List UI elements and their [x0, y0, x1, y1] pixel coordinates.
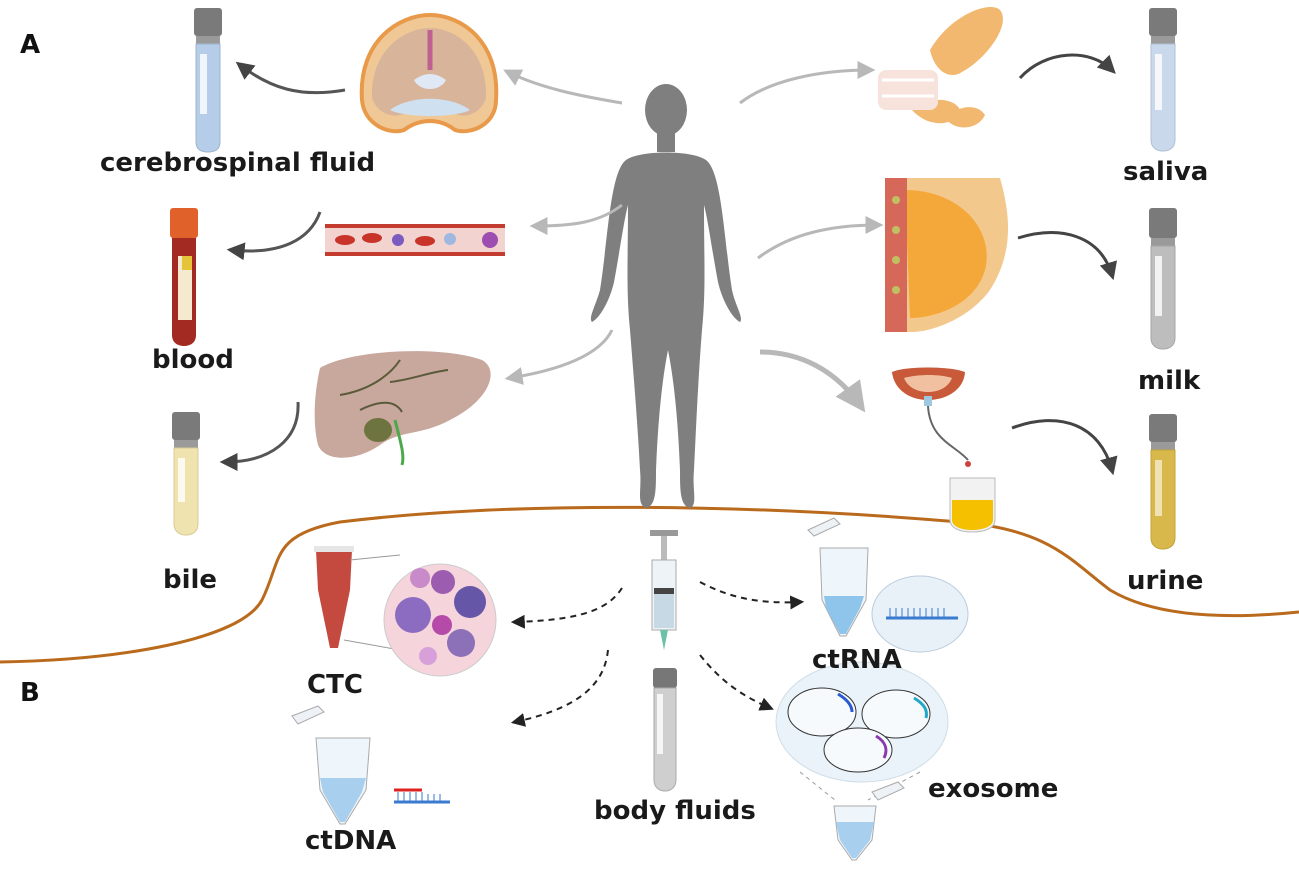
arrow-body-to-vessel — [529, 203, 623, 235]
arrow-bladder-to-urine-tube — [1011, 419, 1118, 476]
arrow-breast-to-milk-tube — [1017, 231, 1117, 281]
panel-label-b: B — [20, 678, 40, 708]
label-cerebrospinal-fluid: cerebrospinal fluid — [100, 148, 376, 178]
bladder-catheter-illustration — [892, 367, 996, 533]
ctrna-microtube-illustration — [807, 517, 869, 637]
bile-collection-tube — [172, 412, 200, 536]
body-fluid-sample-tube — [653, 668, 677, 792]
dashed-arrow-to-exosome — [699, 654, 774, 711]
syringe-illustration — [650, 530, 678, 650]
saliva-collection-tube — [1149, 8, 1177, 152]
salivary-gland-illustration — [878, 6, 1003, 128]
breast-cross-section-illustration — [885, 178, 1009, 332]
exosome-microtube-illustration — [833, 781, 905, 861]
dashed-arrow-to-ctc — [510, 587, 623, 629]
arrow-brain-to-csf-tube — [235, 61, 346, 95]
blood-collection-tube — [170, 208, 198, 346]
arrow-body-to-brain — [503, 69, 623, 105]
label-milk: milk — [1138, 366, 1201, 396]
ctc-magnified-cells — [383, 563, 497, 677]
dashed-arrow-to-ctdna — [510, 649, 609, 727]
arrow-liver-to-bile-tube — [219, 401, 300, 471]
milk-collection-tube — [1149, 208, 1177, 350]
label-bile: bile — [163, 565, 218, 595]
arrow-body-to-breast — [757, 216, 884, 260]
dashed-arrow-to-ctrna — [699, 581, 805, 610]
arrow-body-to-salivary — [739, 61, 876, 105]
brain-cross-section-illustration — [359, 12, 499, 134]
urine-collection-tube — [1149, 414, 1177, 550]
liver-illustration — [314, 351, 491, 466]
panel-divider-curve — [0, 505, 1299, 664]
ctrna-magnified — [871, 575, 969, 653]
label-urine: urine — [1127, 566, 1204, 596]
exosome-magnified-vesicles — [775, 661, 949, 801]
label-body-fluids: body fluids — [594, 796, 756, 826]
label-ctrna: ctRNA — [812, 645, 902, 675]
label-exosome: exosome — [928, 774, 1059, 804]
ctdna-microtube-illustration — [291, 705, 450, 825]
csf-collection-tube — [194, 8, 222, 153]
blood-vessel-illustration — [325, 224, 505, 256]
arrow-body-to-bladder — [759, 349, 866, 413]
panel-label-a: A — [20, 30, 41, 60]
human-body-silhouette — [590, 84, 742, 508]
arrow-vessel-to-blood-tube — [226, 211, 322, 261]
label-ctdna: ctDNA — [305, 826, 397, 856]
ctc-tube-illustration — [314, 546, 401, 651]
arrow-salivary-to-saliva-tube — [1018, 53, 1116, 79]
arrow-body-to-liver — [504, 329, 614, 385]
label-ctc: CTC — [307, 670, 363, 700]
label-saliva: saliva — [1123, 157, 1209, 187]
label-blood: blood — [152, 345, 234, 375]
